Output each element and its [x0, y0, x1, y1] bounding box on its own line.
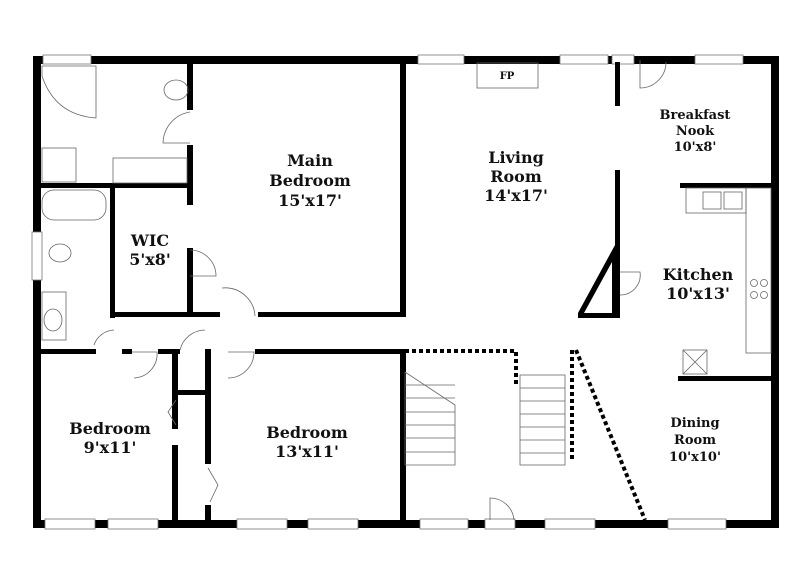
main-bedroom-size: 15'x17' [278, 191, 342, 210]
fireplace [476, 62, 539, 89]
corner-tub [41, 65, 97, 119]
sink-vanity [41, 291, 67, 341]
kitchen-counter [745, 187, 772, 354]
dining-room-name-2: Room [674, 433, 716, 448]
dining-room-name: Dining [670, 416, 719, 431]
bedroom-center-name: Bedroom [266, 423, 348, 442]
toilet [163, 79, 189, 101]
windows [31, 54, 744, 530]
bathtub [41, 189, 107, 221]
stairs-left [404, 371, 456, 466]
bedroom-center-size: 13'x11' [275, 442, 339, 461]
living-room-name-2: Room [490, 167, 542, 186]
doors [93, 60, 667, 521]
interior-walls [40, 62, 775, 525]
shower [41, 147, 77, 183]
pantry [682, 349, 708, 375]
room-labels: Main Bedroom 15'x17' WIC 5'x8' Living Ro… [69, 71, 733, 465]
kitchen-size: 10'x13' [666, 284, 730, 303]
wic-size: 5'x8' [129, 250, 171, 269]
dining-room-size: 10'x10' [669, 450, 721, 465]
wic-name: WIC [130, 231, 169, 250]
main-bedroom-name-2: Bedroom [269, 171, 351, 190]
fixtures [41, 62, 772, 466]
vanity [112, 157, 188, 184]
breakfast-nook-name-2: Nook [676, 124, 715, 139]
bedroom-left-size: 9'x11' [84, 438, 137, 457]
living-room-name: Living [488, 148, 544, 167]
living-room-size: 14'x17' [484, 186, 548, 205]
breakfast-nook-size: 10'x8' [674, 140, 717, 155]
main-bedroom-name: Main [287, 151, 333, 170]
stairs-right [519, 374, 566, 466]
fireplace-label: FP [500, 71, 515, 82]
kitchen-name: Kitchen [663, 265, 734, 284]
breakfast-nook-name: Breakfast [660, 108, 731, 123]
dotted-openings [405, 349, 647, 521]
bedroom-left-name: Bedroom [69, 419, 151, 438]
toilet-2 [48, 243, 72, 263]
